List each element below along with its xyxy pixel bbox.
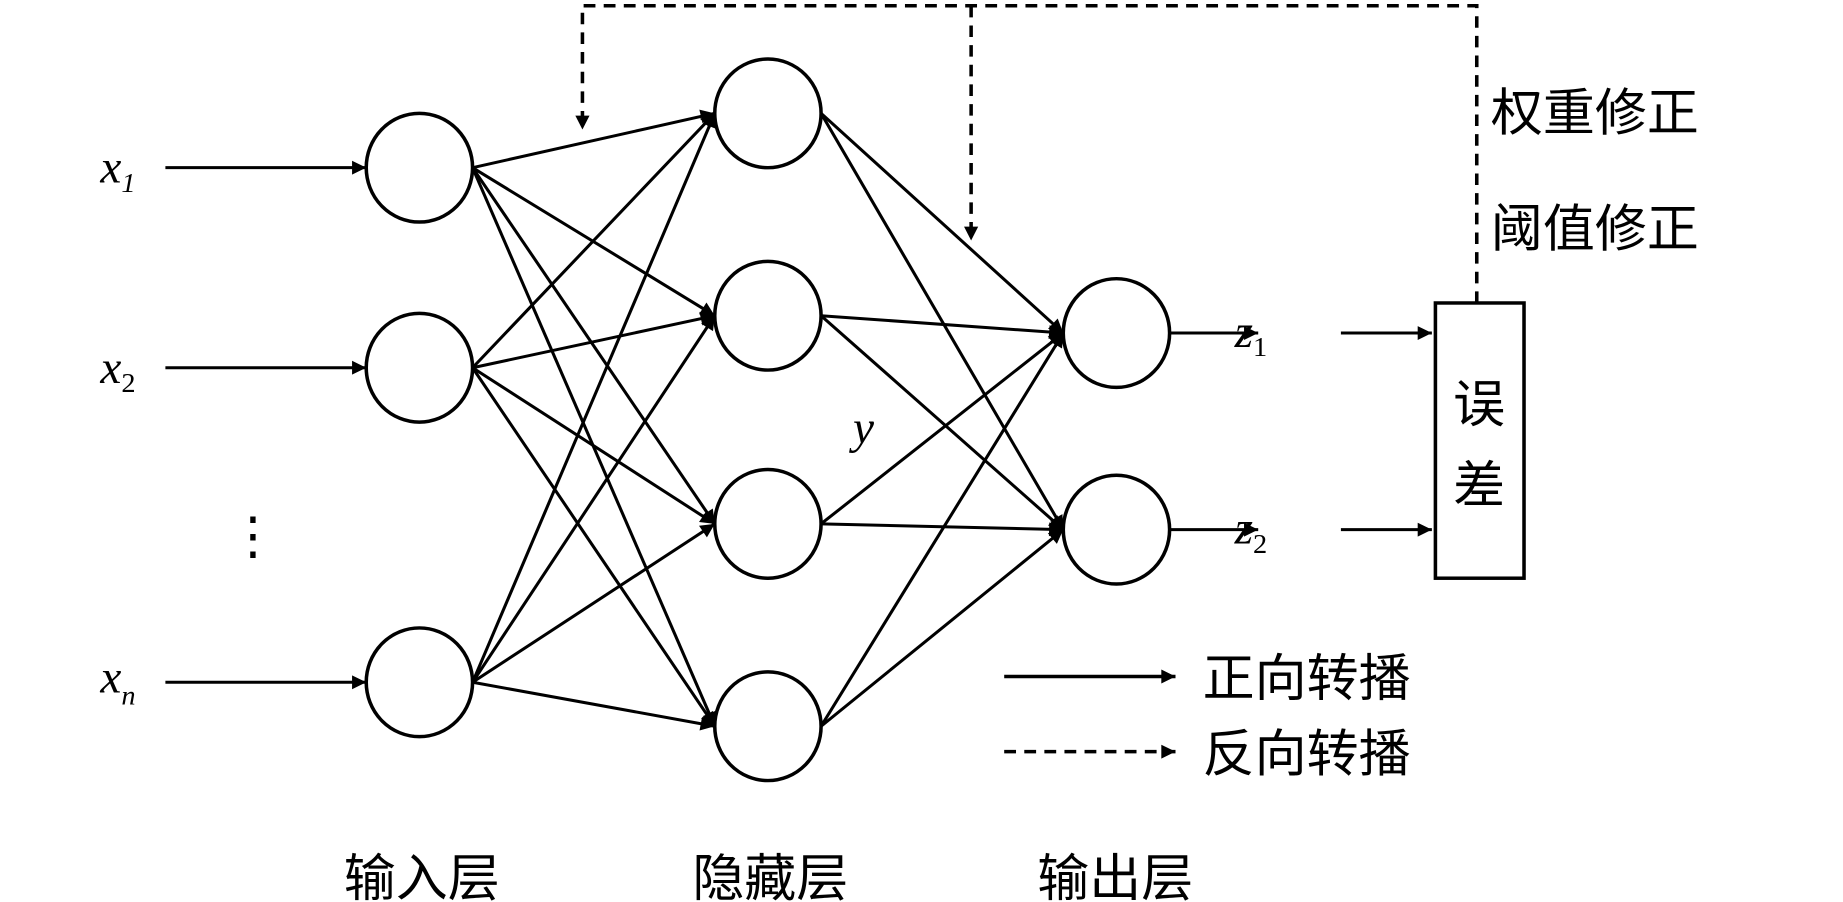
edge-input3-hidden4 [472,680,716,731]
hidden-node-2 [712,259,823,372]
input-label-x1: x1 [99,142,135,199]
input-node-3 [364,626,475,739]
input-node-2 [364,311,475,424]
input-label-xn: xn [99,652,135,711]
error-box-char-1: 误 [1453,376,1505,435]
weight-correction-label: 权重修正 [1491,84,1699,143]
edge-hidden2-output1 [820,314,1064,339]
legend-backward-label: 反向转播 [1203,725,1411,784]
edge-hidden2-output2 [820,314,1065,531]
edge-input3-hidden2 [471,314,717,684]
backpropagation-path [575,4,1479,303]
hidden-node-3 [712,467,823,580]
hidden-layer-label: 隐藏层 [692,850,848,902]
ellipsis: ⋮ [227,506,279,565]
edge-hidden3-output1 [820,331,1065,526]
edge-input2-hidden1 [471,112,716,369]
edge-hidden1-output1 [820,112,1065,335]
edge-hidden1-output2 [819,112,1065,531]
input-node-1 [364,111,475,224]
legend-forward-label: 正向转播 [1203,650,1411,709]
edge-input2-hidden2 [472,311,716,370]
edge-hidden4-output1 [819,332,1065,728]
output-label-z2: z2 [1234,503,1268,560]
nodes [364,57,1172,783]
edge-input1-hidden1 [472,109,716,170]
edge-input1-hidden3 [471,166,717,525]
error-box [1433,301,1526,580]
input-label-x2: x2 [99,342,135,399]
edge-input3-hidden3 [471,522,716,684]
hidden-node-1 [712,57,823,170]
input-layer-label: 输入层 [344,850,500,902]
edge-hidden4-output2 [820,528,1065,728]
output-node-1 [1061,276,1172,390]
hidden-node-4 [712,670,823,783]
output-layer-label: 输出层 [1037,850,1193,902]
threshold-correction-label: 阈值修正 [1491,200,1699,259]
edge-input2-hidden4 [471,366,717,728]
hidden-output-label-y: y [849,402,874,453]
output-node-2 [1061,473,1172,586]
error-box-char-2: 差 [1453,457,1505,516]
edge-input3-hidden1 [471,112,717,683]
edge-input2-hidden3 [471,366,716,526]
connections [165,109,1432,731]
output-label-z1: z1 [1234,306,1268,363]
